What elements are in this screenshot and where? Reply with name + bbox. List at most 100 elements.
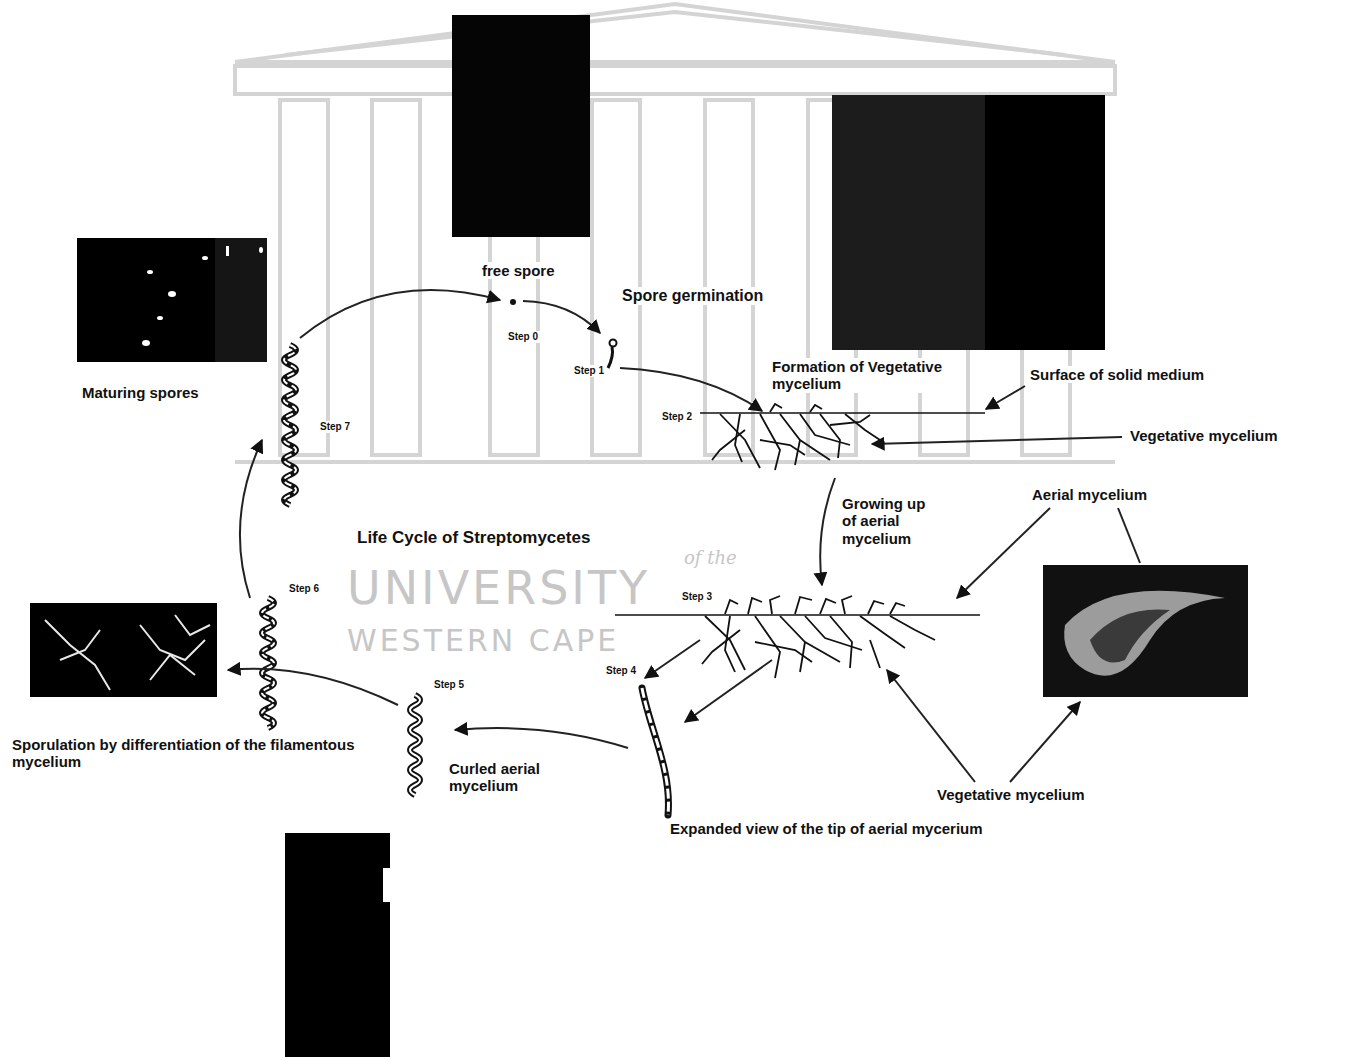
watermark-roof	[235, 4, 1115, 62]
cycle-arrow	[645, 640, 700, 678]
callout-label: Vegetative mycelium	[935, 786, 1087, 803]
hyphal-tip	[642, 688, 668, 815]
cycle-arrow	[240, 440, 262, 598]
germinating-spore	[610, 340, 617, 347]
watermark: of the	[682, 548, 739, 569]
cycle-arrow	[523, 301, 600, 333]
cycle-arrow	[300, 290, 500, 338]
label-slot: Aerial mycelium	[1030, 486, 1149, 504]
hyphal-tip	[642, 688, 668, 815]
hypha	[868, 601, 884, 614]
label-slot: Vegetative mycelium	[935, 786, 1087, 804]
callout-label: Aerial mycelium	[1030, 486, 1149, 503]
filament	[175, 615, 210, 635]
colony-image	[1064, 591, 1225, 676]
micrograph	[285, 833, 390, 1057]
step-number: Step 1	[572, 365, 606, 377]
spore-chain	[262, 598, 274, 728]
spore-chain	[284, 345, 296, 505]
cycle-arrow	[820, 478, 835, 585]
label-slot: Curled aerial mycelium	[447, 760, 572, 795]
hypha	[820, 599, 836, 614]
filament	[140, 625, 205, 660]
hypha	[720, 414, 760, 468]
micrograph	[452, 15, 590, 237]
filament	[60, 630, 100, 660]
hypha	[795, 597, 812, 614]
label-slot: WESTERN CAPE	[345, 624, 621, 659]
callout-label: Vegetative mycelium	[1128, 427, 1280, 444]
leader-arrows	[872, 386, 1140, 782]
label-slot: UNIVERSITY	[345, 562, 652, 615]
spore-dot	[142, 340, 150, 346]
label-slot: Expanded view of the tip of aerial mycer…	[668, 820, 985, 838]
filaments	[45, 615, 210, 690]
spore-dot	[147, 270, 153, 274]
diagram-title: Life Cycle of Streptomycetes	[355, 528, 592, 548]
hypha	[800, 642, 805, 672]
label-slot: Step 0	[506, 326, 540, 344]
hypha	[725, 616, 735, 672]
watermark-column	[372, 100, 420, 455]
cycle-arrow	[620, 368, 762, 411]
aerial-mycelium	[725, 596, 905, 614]
spore-dot	[157, 316, 163, 320]
label-slot: Life Cycle of Streptomycetes	[355, 528, 592, 548]
spore-chain	[262, 598, 274, 728]
micrograph	[832, 95, 985, 350]
micrograph	[383, 868, 390, 902]
label-slot: Step 7	[318, 416, 352, 434]
hypha	[845, 414, 880, 440]
micrograph	[985, 95, 1105, 350]
micrograph	[77, 238, 267, 362]
hypha	[702, 630, 740, 664]
hypha	[890, 603, 905, 614]
watermark-column	[592, 100, 640, 455]
hypha	[770, 404, 782, 412]
label-slot: Step 1	[572, 360, 606, 378]
hypha	[800, 414, 850, 445]
watermark-base	[235, 460, 1115, 464]
cycle-arrow	[455, 728, 628, 748]
cycle-arrow	[685, 660, 772, 722]
hypha	[748, 598, 762, 614]
label-slot: Growing up of aerial mycelium	[840, 495, 940, 548]
spore-dot	[202, 256, 208, 260]
leader-arrow	[887, 670, 975, 782]
label-slot: Sporulation by differentiation of the fi…	[10, 736, 360, 771]
micrograph	[30, 603, 217, 697]
hypha	[770, 596, 780, 614]
label-slot: Vegetative mycelium	[1128, 427, 1280, 445]
spore-dots	[142, 246, 263, 346]
hypha	[830, 415, 870, 425]
step-number: Step 2	[660, 411, 694, 423]
label-slot: Step 5	[432, 674, 466, 692]
filament	[150, 655, 195, 680]
stage-label: Curled aerial mycelium	[447, 760, 572, 795]
free-spore	[510, 299, 516, 305]
spore-dot	[168, 291, 176, 297]
stage-label: Sporulation by differentiation of the fi…	[10, 736, 360, 771]
watermark-beam	[235, 66, 1115, 94]
watermark-building	[235, 4, 1115, 462]
spore-dot	[259, 247, 263, 253]
leader-arrow	[957, 508, 1050, 598]
spore-dot	[226, 246, 229, 256]
hypha	[810, 405, 822, 412]
spore-chain	[284, 345, 296, 505]
hypha	[705, 616, 745, 670]
curled-hypha	[410, 695, 420, 795]
germ-tube	[608, 347, 613, 368]
hypha	[725, 600, 738, 614]
label-slot: of the	[682, 548, 739, 569]
hypha	[870, 640, 880, 668]
vegetative-mycelium	[702, 616, 935, 678]
label-slot: Spore germination	[620, 287, 765, 305]
cycle-arrow	[228, 669, 398, 705]
label-slot: Surface of solid medium	[1028, 366, 1206, 384]
hypha	[890, 616, 935, 640]
filament	[45, 620, 110, 690]
